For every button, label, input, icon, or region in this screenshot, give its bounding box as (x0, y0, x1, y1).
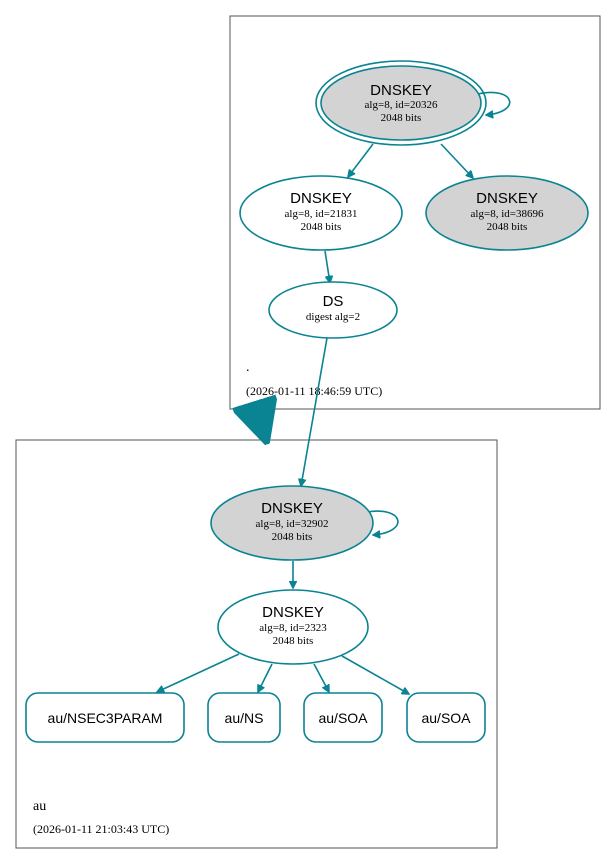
svg-text:DNSKEY: DNSKEY (261, 500, 323, 517)
edge-root-zsk-ds (324, 250, 330, 283)
node-root-zsk: DNSKEY alg=8, id=21831 2048 bits (239, 175, 403, 251)
edge-ds-au-ksk (301, 337, 328, 486)
record-soa-1: au/SOA (303, 692, 383, 743)
svg-text:2048 bits: 2048 bits (301, 221, 342, 233)
zone-au-label: au (33, 799, 46, 814)
svg-text:alg=8, id=38696: alg=8, id=38696 (471, 208, 544, 220)
record-ns: au/NS (207, 692, 281, 743)
edge-au-ksk-self (366, 510, 399, 535)
svg-text:DNSKEY: DNSKEY (370, 82, 432, 99)
svg-text:2048 bits: 2048 bits (272, 531, 313, 543)
node-au-zsk: DNSKEY alg=8, id=2323 2048 bits (217, 589, 369, 665)
svg-text:alg=8, id=32902: alg=8, id=32902 (256, 518, 329, 530)
zone-root-box (229, 15, 601, 410)
zone-root-timestamp: (2026-01-11 18:46:59 UTC) (246, 384, 382, 398)
svg-text:2048 bits: 2048 bits (381, 112, 422, 124)
edge-zsk-soa-2 (341, 655, 409, 694)
svg-text:DNSKEY: DNSKEY (262, 604, 324, 621)
edge-root-ksk-key3 (440, 143, 473, 178)
svg-text:au/NS: au/NS (225, 710, 264, 726)
svg-text:DS: DS (323, 293, 344, 310)
record-soa-2: au/SOA (406, 692, 486, 743)
svg-text:2048 bits: 2048 bits (487, 221, 528, 233)
zone-au-timestamp: (2026-01-11 21:03:43 UTC) (33, 822, 169, 836)
node-root-ksk: DNSKEY alg=8, id=20326 2048 bits (315, 60, 487, 146)
edge-zsk-ns (258, 663, 273, 692)
svg-text:alg=8, id=21831: alg=8, id=21831 (285, 208, 358, 220)
svg-text:digest alg=2: digest alg=2 (306, 311, 360, 323)
svg-text:alg=8, id=20326: alg=8, id=20326 (365, 99, 438, 111)
svg-text:DNSKEY: DNSKEY (476, 190, 538, 207)
svg-text:au/SOA: au/SOA (318, 710, 368, 726)
svg-text:alg=8, id=2323: alg=8, id=2323 (259, 622, 327, 634)
node-ds: DS digest alg=2 (268, 281, 398, 339)
node-au-ksk: DNSKEY alg=8, id=32902 2048 bits (210, 485, 374, 561)
edge-root-ksk-self (477, 91, 511, 115)
zone-root-label: . (246, 360, 250, 375)
svg-text:DNSKEY: DNSKEY (290, 190, 352, 207)
svg-text:au/NSEC3PARAM: au/NSEC3PARAM (48, 710, 163, 726)
svg-text:au/SOA: au/SOA (421, 710, 471, 726)
edge-delegation (257, 411, 266, 440)
edge-zsk-nsec3param (157, 653, 240, 692)
svg-text:2048 bits: 2048 bits (273, 635, 314, 647)
record-nsec3param: au/NSEC3PARAM (25, 692, 185, 743)
node-root-key3: DNSKEY alg=8, id=38696 2048 bits (425, 175, 589, 251)
edge-zsk-soa-1 (313, 663, 329, 692)
edge-root-ksk-zsk (348, 143, 374, 177)
